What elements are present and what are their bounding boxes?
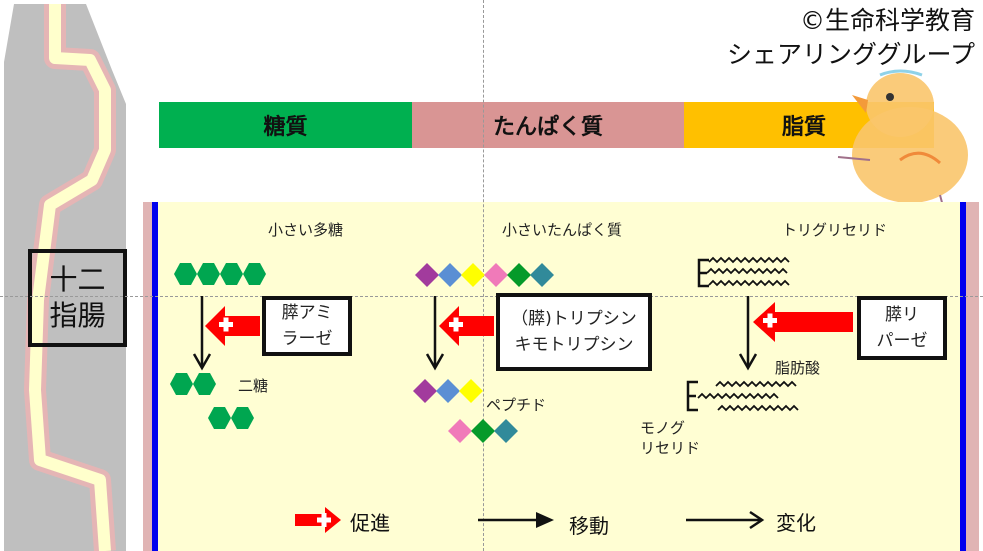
peptide-1: [413, 379, 483, 403]
category-carb: 糖質: [159, 102, 412, 148]
carb-enzyme-line1: 膵アミ: [281, 303, 333, 323]
protein-chain: [415, 263, 554, 287]
protein-promote-arrow: [439, 306, 494, 346]
copyright-line1: ©生命科学教育: [799, 6, 975, 35]
hexagon-unit: [170, 373, 193, 395]
legend-move-icon: [478, 512, 554, 528]
membrane-right-pink: [966, 202, 979, 551]
carb-change-arrow: [192, 296, 212, 371]
protein-change-arrow: [425, 296, 445, 371]
monoglyceride-line1: モノグ: [640, 419, 686, 437]
protein-product-label: ペプチド: [486, 396, 547, 414]
lipid-enzyme-line1: 膵リ: [885, 305, 919, 325]
diamond-unit: [415, 263, 439, 287]
diamond-unit: [448, 419, 472, 443]
lipid-title: トリグリセリド: [782, 221, 888, 239]
lipid-enzyme-box: 膵リ パーゼ: [857, 296, 947, 360]
diamond-unit: [484, 263, 508, 287]
legend-promote-icon: [295, 507, 341, 533]
duodenum-label-box: 十二 指腸: [28, 249, 127, 347]
monoglyceride-line2: リセリド: [640, 439, 701, 457]
diamond-unit: [438, 263, 462, 287]
carb-disaccharide-1: [170, 373, 216, 395]
protein-enzyme-line2: キモトリプシン: [514, 335, 634, 355]
diamond-unit: [494, 419, 518, 443]
carb-polysaccharide: [174, 263, 266, 285]
carb-disaccharide-2: [208, 407, 254, 429]
lipid-promote-arrow: [753, 302, 853, 342]
hexagon-unit: [220, 263, 243, 285]
monoglyceride-label: モノグ リセリド: [640, 418, 700, 458]
duodenum-illustration: [4, 4, 126, 551]
carb-promote-arrow: [205, 306, 260, 346]
monoglyceride-fatty-acids: [686, 380, 799, 412]
hexagon-unit: [243, 263, 266, 285]
legend-move-label: 移動: [569, 514, 609, 538]
membrane-left-blue: [152, 202, 158, 551]
duodenum-label-line1: 十二: [49, 263, 106, 296]
lipid-change-arrow: [738, 296, 758, 371]
protein-enzyme-box: （膵)トリプシン キモトリプシン: [496, 293, 652, 371]
lipid-enzyme-line2: パーゼ: [876, 331, 928, 351]
hexagon-unit: [174, 263, 197, 285]
copyright-text: ©生命科学教育 シェアリンググループ: [727, 4, 975, 72]
diamond-unit: [507, 263, 531, 287]
membrane-left-pink: [143, 202, 152, 551]
diamond-unit: [436, 379, 460, 403]
category-protein: たんぱく質: [412, 102, 684, 148]
diamond-unit: [471, 419, 495, 443]
category-protein-label: たんぱく質: [492, 115, 603, 140]
peptide-2: [448, 419, 518, 443]
diamond-unit: [413, 379, 437, 403]
duodenum-lumen-panel: [143, 202, 979, 551]
diamond-unit: [459, 379, 483, 403]
carb-product-label: 二糖: [238, 377, 269, 395]
legend-promote-label: 促進: [350, 511, 390, 535]
category-lipid-label: 脂質: [781, 115, 826, 140]
fatty-acid-label: 脂肪酸: [775, 359, 821, 377]
protein-title: 小さいたんぱく質: [502, 221, 623, 239]
membrane-right-blue: [960, 202, 966, 551]
legend-change-icon: [686, 510, 765, 530]
copyright-line2: シェアリンググループ: [726, 40, 975, 69]
hexagon-unit: [193, 373, 216, 395]
diamond-unit: [530, 263, 554, 287]
carb-enzyme-line2: ラーゼ: [281, 329, 333, 349]
hexagon-unit: [197, 263, 220, 285]
hexagon-unit: [231, 407, 254, 429]
carb-title: 小さい多糖: [268, 221, 344, 239]
duodenum-label-line2: 指腸: [49, 299, 106, 332]
diamond-unit: [461, 263, 485, 287]
legend-change-label: 変化: [776, 511, 816, 535]
carb-enzyme-box: 膵アミ ラーゼ: [262, 296, 352, 356]
category-carb-label: 糖質: [263, 115, 308, 140]
triglyceride: [697, 256, 790, 288]
protein-enzyme-line1: （膵)トリプシン: [511, 309, 637, 329]
guide-horizontal: [0, 296, 983, 297]
hexagon-unit: [208, 407, 231, 429]
